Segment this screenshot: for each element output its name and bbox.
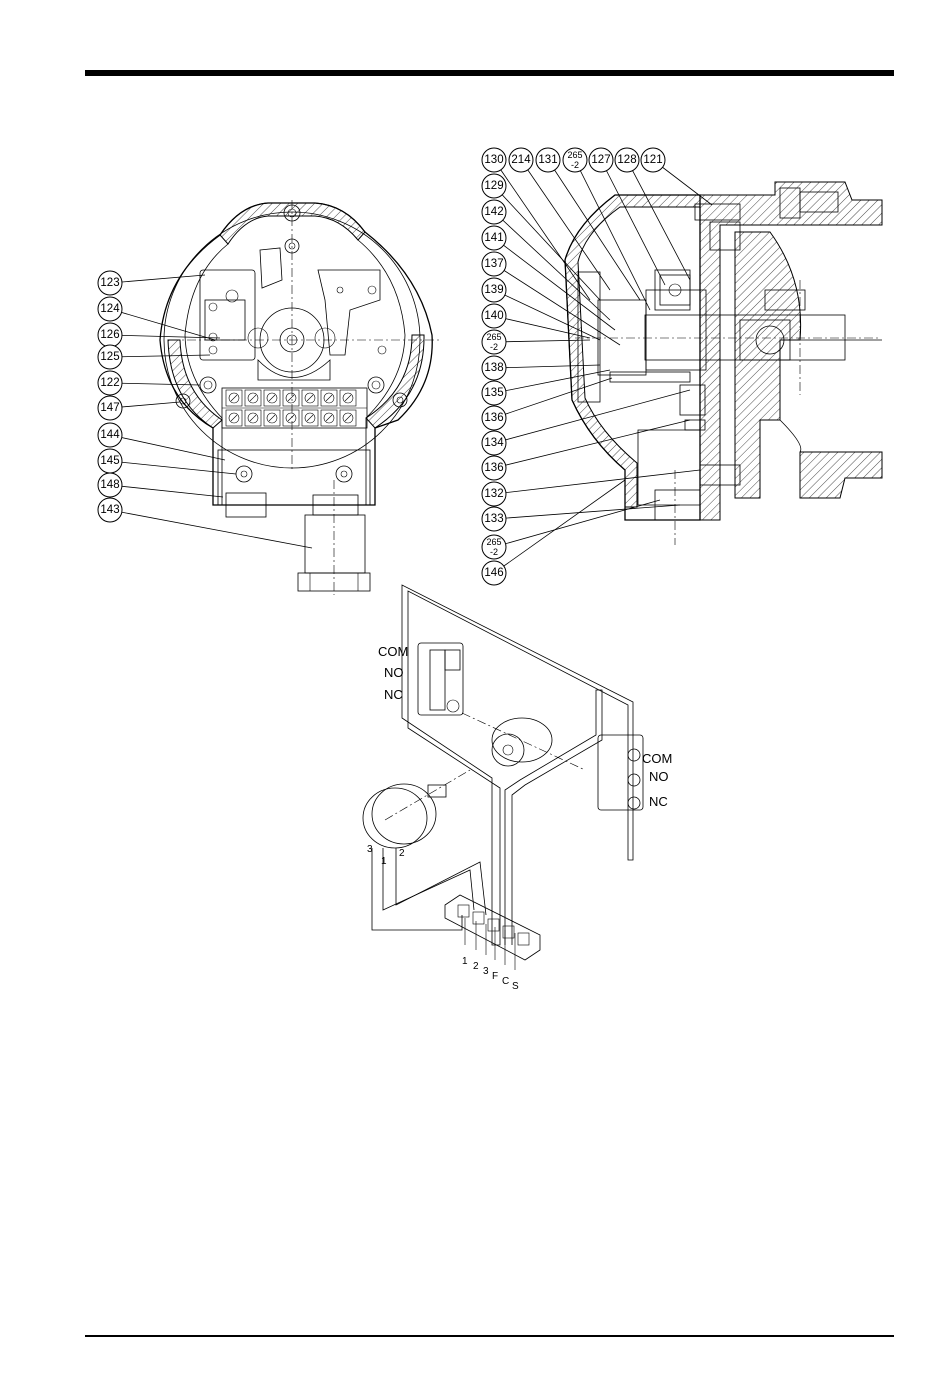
front-view [160,200,440,595]
svg-text:265: 265 [486,332,501,342]
svg-text:136: 136 [484,412,503,424]
svg-text:137: 137 [484,258,503,270]
svg-text:-2: -2 [571,160,579,170]
right-switch-no-label: NO [649,769,669,784]
right-switch-nc-label: NC [649,794,668,809]
svg-text:265: 265 [486,537,501,547]
svg-text:148: 148 [100,479,119,491]
svg-text:129: 129 [484,180,503,192]
pot-pin-2-label: 2 [399,848,405,859]
terminal-C-label: C [502,976,509,987]
svg-text:142: 142 [484,206,503,218]
svg-text:135: 135 [484,387,503,399]
svg-text:-2: -2 [490,342,498,352]
svg-text:139: 139 [484,284,503,296]
terminal-1-label: 1 [462,956,468,967]
callout-148: 148 [98,473,223,497]
svg-text:125: 125 [100,351,119,363]
svg-text:131: 131 [538,154,557,166]
svg-text:124: 124 [100,303,120,315]
callout-133-13: 133 [482,505,680,531]
svg-text:126: 126 [100,329,119,341]
callout-136-11: 136 [482,420,690,480]
right-switch-com-label: COM [642,751,672,766]
svg-text:123: 123 [100,277,119,289]
svg-text:143: 143 [100,504,119,516]
callout-125: 125 [98,345,210,369]
terminal-2-label: 2 [473,961,479,972]
svg-text:141: 141 [484,232,503,244]
svg-text:136: 136 [484,462,503,474]
callout-123: 123 [98,271,205,295]
svg-text:121: 121 [643,154,662,166]
svg-text:-2: -2 [490,547,498,557]
callout-145: 145 [98,449,236,474]
svg-text:146: 146 [484,567,503,579]
svg-text:133: 133 [484,513,503,525]
left-switch-com-label: COM [378,644,408,659]
terminal-S-label: S [512,981,519,992]
left-switch-no-label: NO [384,665,404,680]
terminal-F-label: F [492,971,498,982]
section-view [565,182,882,545]
svg-text:147: 147 [100,402,119,414]
callout-126: 126 [98,323,220,347]
svg-text:265: 265 [567,150,582,160]
svg-text:214: 214 [511,154,531,166]
pot-pin-1-label: 1 [381,856,387,867]
svg-text:145: 145 [100,455,119,467]
left-switch-nc-label: NC [384,687,403,702]
svg-text:144: 144 [100,429,120,441]
svg-text:130: 130 [484,154,503,166]
svg-text:134: 134 [484,437,504,449]
svg-text:128: 128 [617,154,636,166]
wiring-diagram [363,585,643,970]
svg-text:140: 140 [484,310,503,322]
pot-pin-3-label: 3 [367,844,373,855]
callout-147: 147 [98,396,180,420]
svg-text:132: 132 [484,488,503,500]
svg-text:122: 122 [100,377,119,389]
callout-132-12: 132 [482,470,700,506]
terminal-3-label: 3 [483,966,489,977]
svg-text:138: 138 [484,362,503,374]
svg-text:127: 127 [591,154,610,166]
